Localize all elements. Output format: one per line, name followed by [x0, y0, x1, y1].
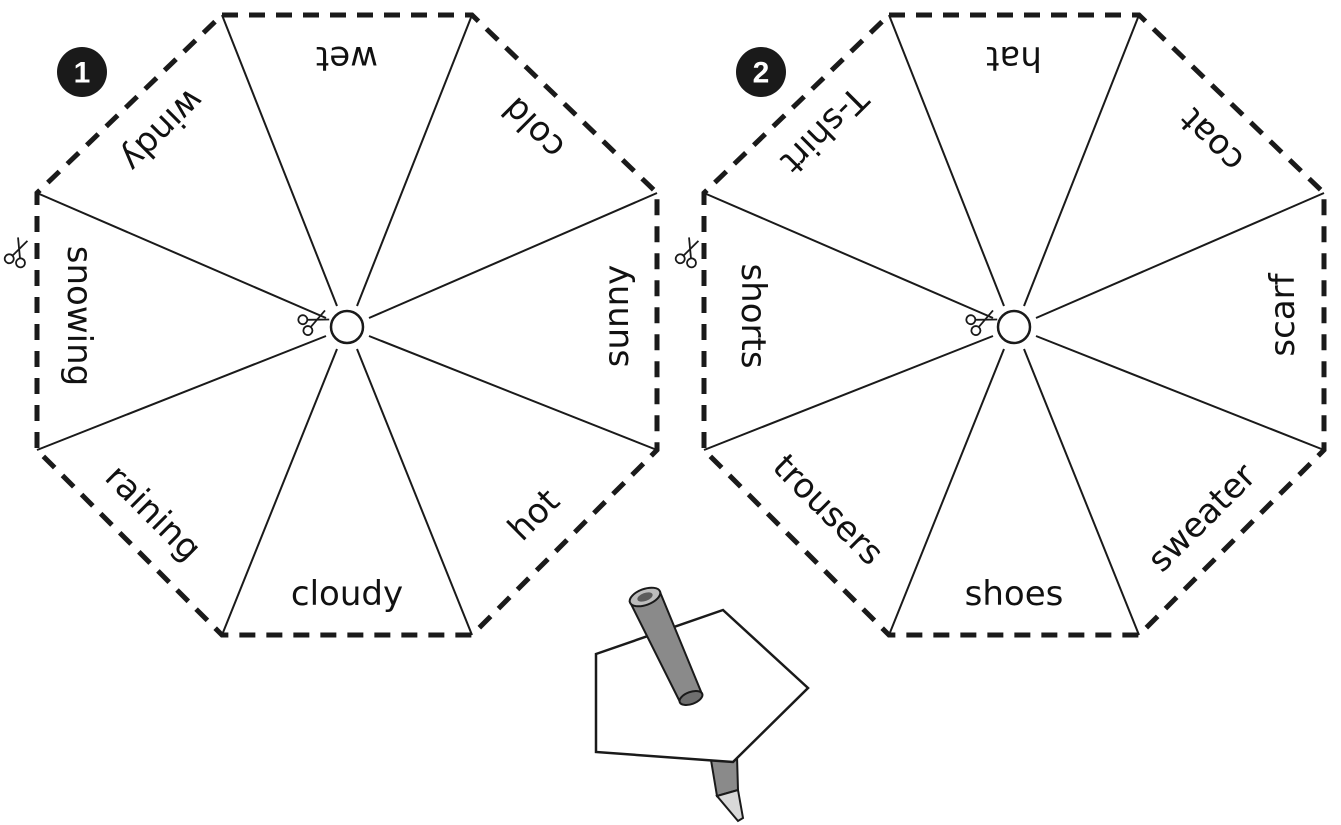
spinner-2-number-badge: 2	[736, 47, 786, 97]
spinner-1-word-bottom: cloudy	[291, 574, 403, 614]
spinner-1-word-top: wet	[316, 38, 378, 78]
pentagon-card	[594, 608, 810, 764]
spinner-1-word-left: snowing	[59, 246, 99, 386]
spinner-2-number: 2	[753, 57, 770, 90]
spinner-1-word-top-right: cold	[495, 89, 573, 167]
spinner-2-center-hole	[996, 309, 1032, 345]
spinner-1-number: 1	[74, 57, 91, 90]
spinner-2-word-bottom-right: sweater	[1140, 456, 1264, 580]
spinner-2: hat coat scarf sweater shoes trousers sh…	[674, 12, 1327, 638]
spinner-1-number-badge: 1	[57, 47, 107, 97]
spinner-1: wet cold sunny hot cloudy raining snowin…	[3, 12, 660, 638]
spinner-1-outline	[34, 12, 660, 638]
spinner-2-outline	[701, 12, 1327, 638]
spinner-2-word-left: shorts	[733, 263, 773, 368]
spinner-2-word-right: scarf	[1263, 272, 1303, 356]
scissors-icon	[297, 309, 330, 336]
scissors-icon	[965, 309, 998, 336]
spinner-1-word-bottom-left: raining	[97, 457, 209, 569]
spinner-2-word-bottom-left: trousers	[765, 447, 892, 574]
spinner-2-word-top: hat	[986, 38, 1042, 78]
spinner-1-word-right: sunny	[597, 265, 637, 367]
scissors-icon	[3, 237, 29, 269]
spinner-2-dividers	[703, 14, 1325, 636]
spinner-1-word-bottom-right: hot	[500, 481, 568, 549]
spinner-2-word-bottom: shoes	[965, 574, 1064, 614]
scissors-icon	[674, 237, 700, 269]
spinner-1-word-top-left: windy	[112, 80, 211, 179]
spinner-2-word-top-left: T-shirt	[772, 78, 876, 182]
pencil-spinner-illustration	[594, 586, 810, 823]
spinner-1-center-hole	[329, 309, 365, 345]
pencil-upper	[628, 586, 704, 706]
spinner-1-dividers	[36, 14, 658, 636]
